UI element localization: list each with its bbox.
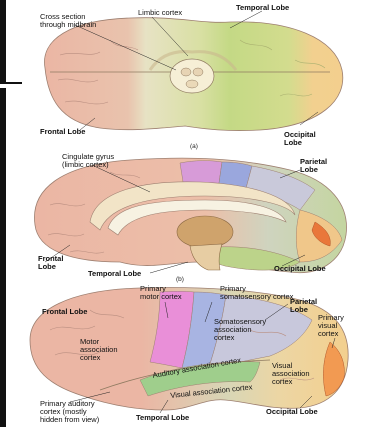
caption-b: (b): [176, 276, 184, 283]
left-border-rule: [0, 82, 22, 84]
label-frontal-lobe-b: Frontal Lobe: [38, 255, 63, 271]
label-limbic-cortex: Limbic cortex: [138, 9, 182, 17]
label-occipital-lobe-c: Occipital Lobe: [266, 408, 318, 416]
left-border: [0, 0, 6, 427]
label-primary-motor-cortex: Primary motor cortex: [140, 285, 182, 301]
label-frontal-lobe-a: Frontal Lobe: [40, 128, 85, 136]
label-parietal-lobe-c: Parietal Lobe: [290, 298, 317, 314]
label-primary-auditory-cortex: Primary auditory cortex (mostly hidden f…: [40, 400, 99, 424]
label-motor-association-cortex: Motor association cortex: [80, 338, 118, 362]
label-cross-section: Cross section through midbrain: [40, 13, 96, 29]
label-primary-visual-cortex: Primary visual cortex: [318, 314, 344, 338]
caption-a: (a): [190, 143, 198, 150]
label-cingulate-gyrus: Cingulate gyrus (limbic cortex): [62, 153, 114, 169]
label-visual-association-cortex: Visual association cortex: [272, 362, 310, 386]
label-temporal-lobe-a: Temporal Lobe: [236, 4, 289, 12]
label-occipital-lobe-a: Occipital Lobe: [284, 131, 316, 147]
label-temporal-lobe-b: Temporal Lobe: [88, 270, 141, 278]
label-frontal-lobe-c: Frontal Lobe: [42, 308, 87, 316]
panel-b-brain: [34, 158, 346, 273]
label-parietal-lobe-b: Parietal Lobe: [300, 158, 327, 174]
label-occipital-lobe-b: Occipital Lobe: [274, 265, 326, 273]
label-somatosensory-association-cortex: Somatosensory association cortex: [214, 318, 266, 342]
label-temporal-lobe-c: Temporal Lobe: [136, 414, 189, 422]
label-primary-somatosensory-cortex: Primary somatosensory cortex: [220, 285, 293, 301]
